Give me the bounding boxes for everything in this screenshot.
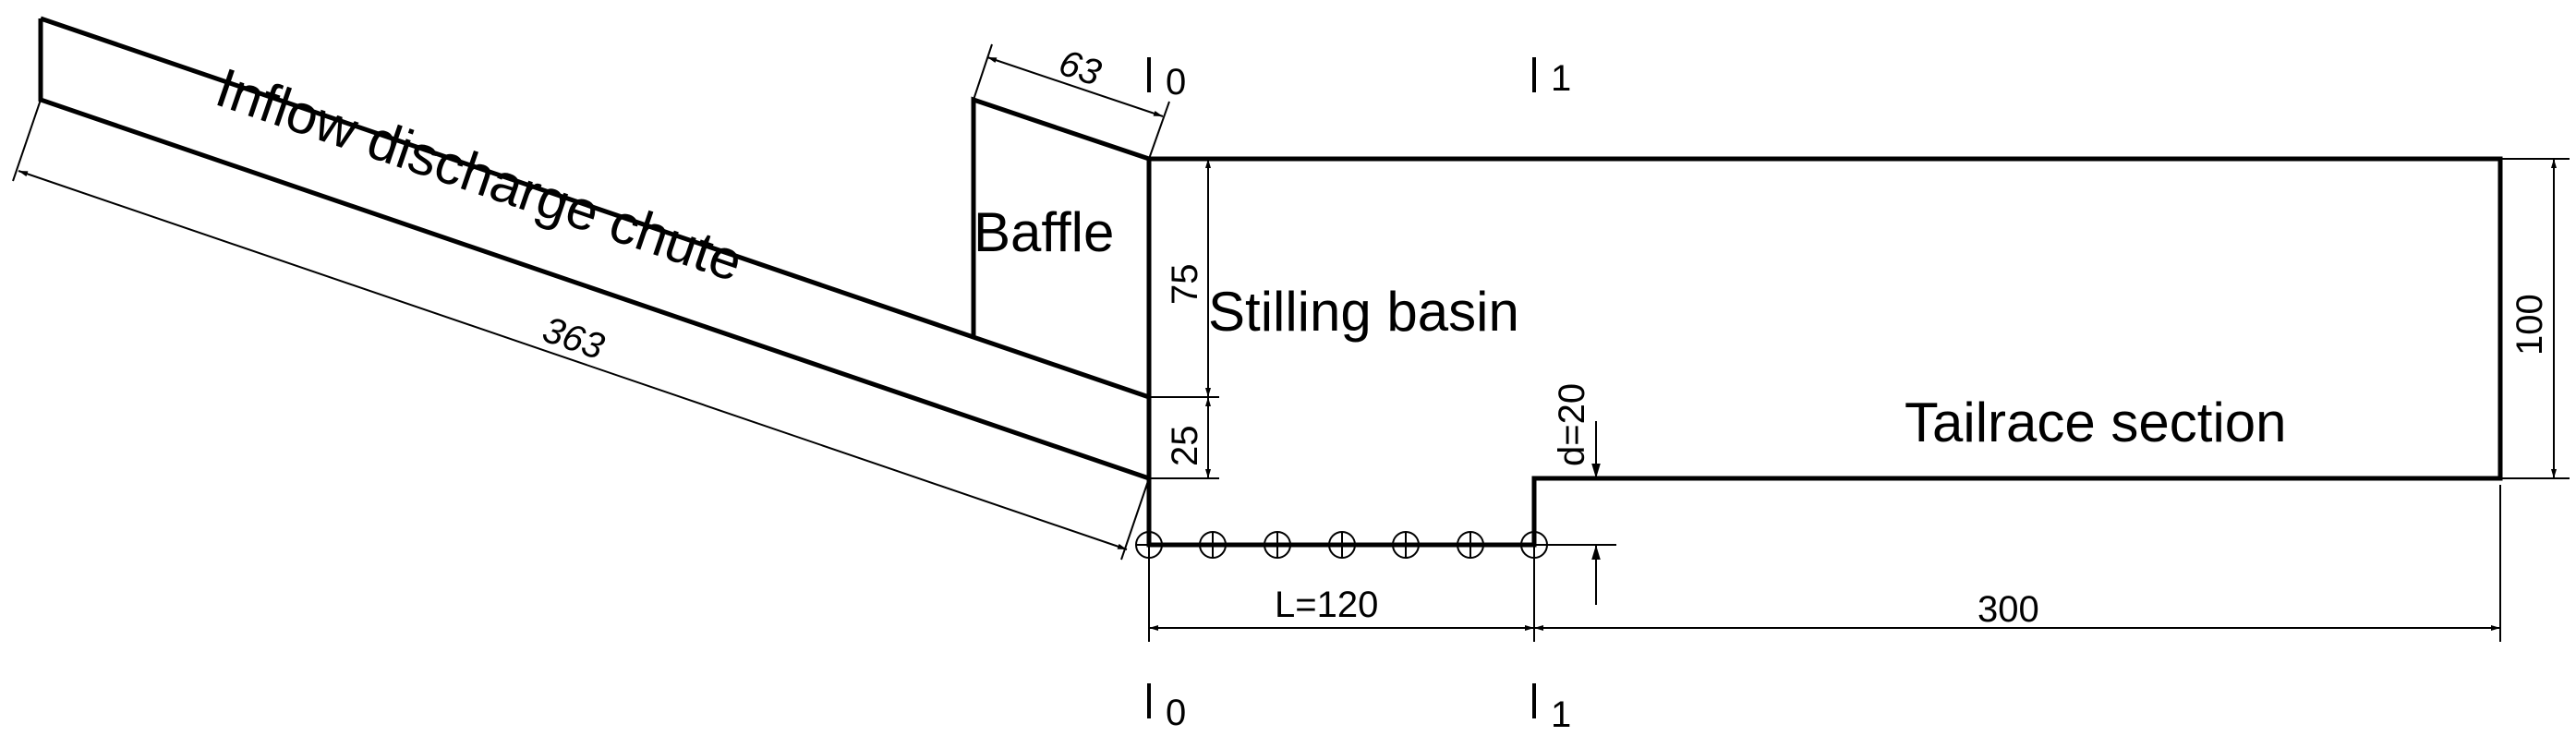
measurement-point bbox=[1328, 531, 1356, 559]
section-1-label-top: 1 bbox=[1551, 58, 1571, 99]
depth-75-label: 75 bbox=[1165, 264, 1205, 306]
chute-length-dim-line bbox=[18, 170, 1128, 550]
depth-25-label: 25 bbox=[1165, 426, 1205, 467]
section-markers bbox=[1147, 57, 1536, 718]
chute-length-ext-top bbox=[12, 99, 42, 182]
baffle-width-ext-left bbox=[973, 43, 993, 101]
measurement-point bbox=[1264, 531, 1291, 559]
total-height-label: 100 bbox=[2509, 294, 2550, 356]
chute-label: Inflow discharge chute bbox=[209, 56, 751, 294]
measurement-point bbox=[1457, 531, 1484, 559]
section-1-label-bottom: 1 bbox=[1551, 694, 1571, 735]
tailrace-length-label: 300 bbox=[1977, 589, 2039, 630]
tailrace-label: Tailrace section bbox=[1905, 392, 2287, 453]
basin-outline bbox=[1146, 156, 2503, 548]
baffle-label: Baffle bbox=[974, 201, 1114, 263]
section-0-label-bottom: 0 bbox=[1166, 693, 1186, 733]
chute-length-ext-bottom bbox=[1120, 477, 1150, 561]
measurement-point bbox=[1199, 531, 1227, 559]
basin-length-label: L=120 bbox=[1275, 585, 1378, 625]
chute-length-label: 363 bbox=[538, 309, 609, 368]
baffle-width-dim-line bbox=[986, 56, 1164, 117]
measurement-point bbox=[1135, 531, 1163, 559]
baffle-width-label: 63 bbox=[1054, 42, 1106, 94]
section-0-label-top: 0 bbox=[1166, 62, 1186, 103]
baffle-width-ext-right bbox=[1148, 101, 1170, 160]
basin-label: Stilling basin bbox=[1208, 281, 1519, 343]
measurement-point bbox=[1392, 531, 1420, 559]
sill-height-label: d=20 bbox=[1552, 383, 1592, 466]
dimension-lines bbox=[12, 43, 2570, 642]
